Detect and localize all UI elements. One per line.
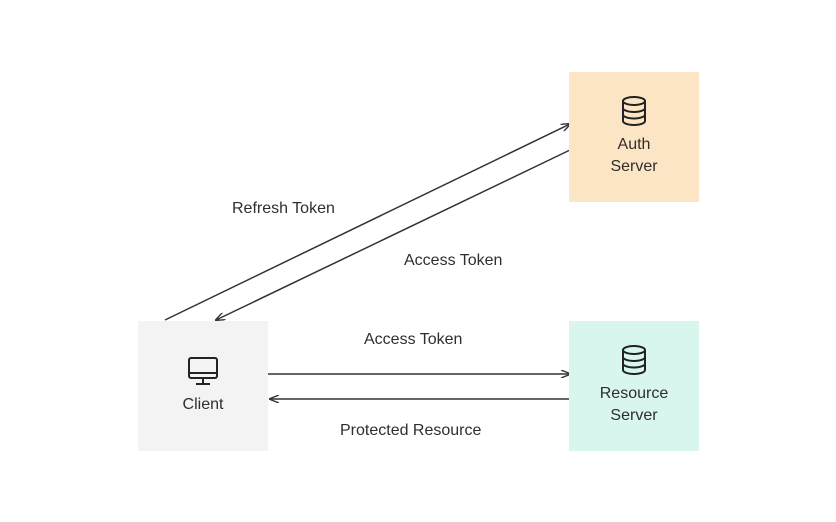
access-token-send-label: Access Token [364,331,463,348]
database-icon [622,96,646,126]
monitor-icon [188,357,218,385]
database-icon [622,345,646,375]
protected-resource-label: Protected Resource [340,422,482,439]
refresh-token-arrow [164,124,570,321]
refresh-token-label: Refresh Token [232,200,335,217]
client-node: Client [138,321,268,451]
client-label: Client [182,396,224,413]
auth-server-node: Auth Server [569,72,699,202]
resource-server-node: Resource Server [569,321,699,451]
access-token-return-label: Access Token [404,252,503,269]
resource-server-label: Resource Server [599,385,669,424]
auth-server-label: Auth Server [610,136,658,175]
access-token-return-arrow [216,149,571,320]
